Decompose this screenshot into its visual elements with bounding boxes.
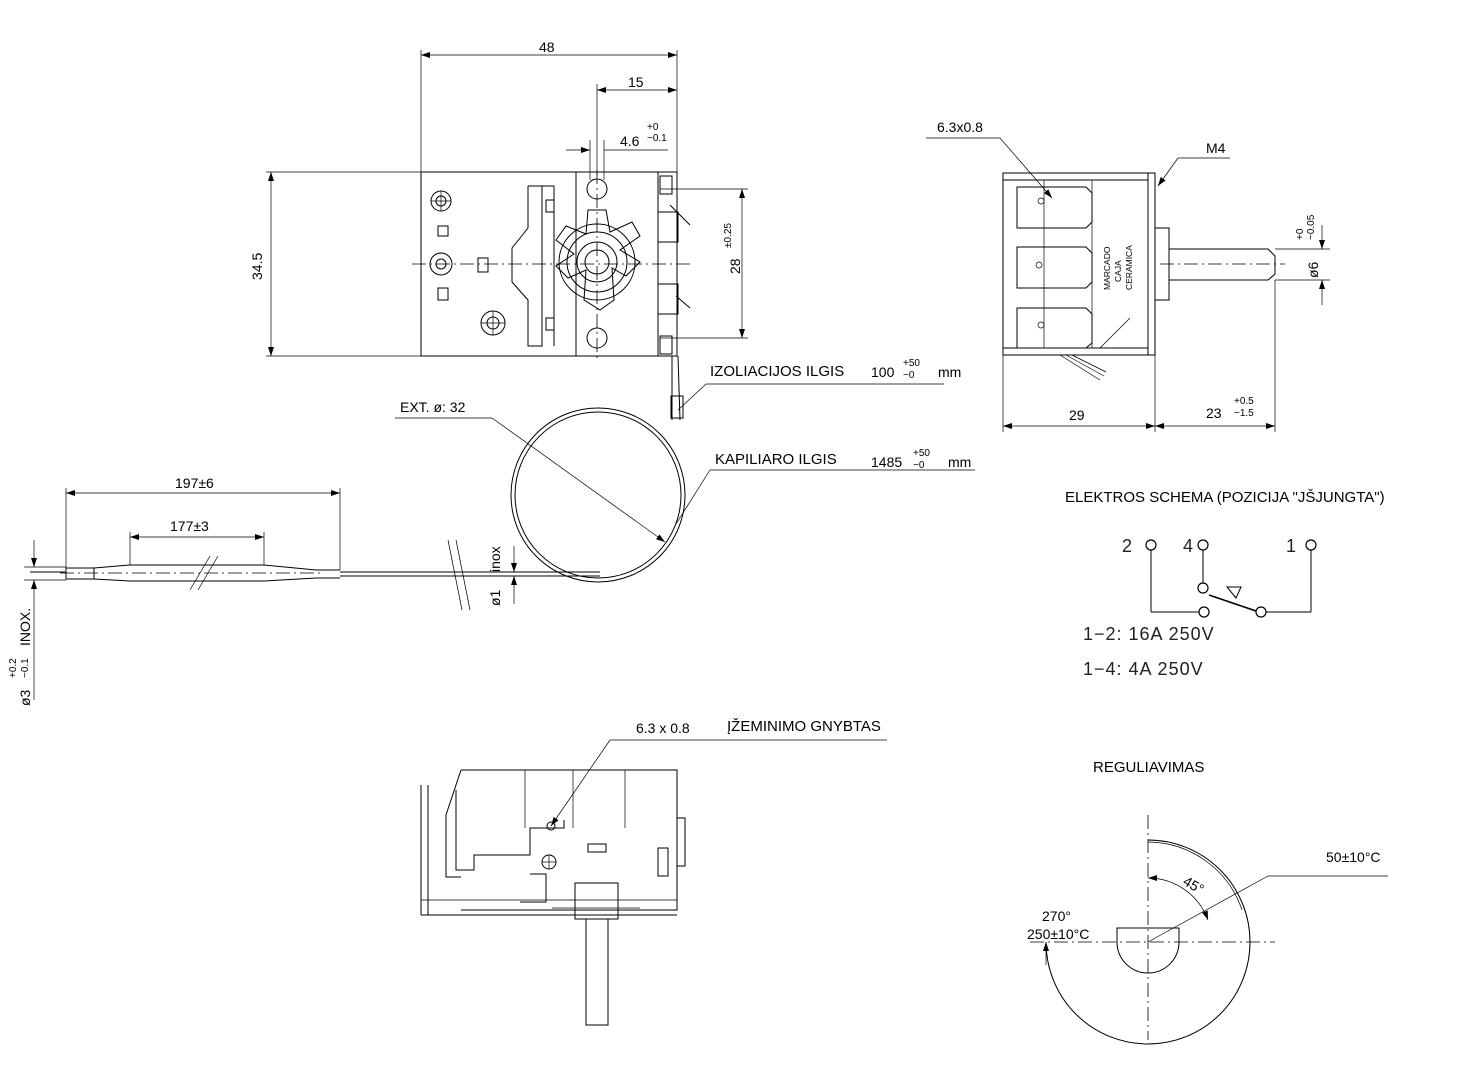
dim-shaft-tol-low: −0.1 xyxy=(647,133,667,144)
wiring-schema: ELEKTROS SCHEMA (POZICIJA "JŠJUNGTA") 2 … xyxy=(1065,489,1385,679)
ceramic-mark-1: MARCADO xyxy=(1102,246,1112,290)
ceramic-mark-3: CERAMICA xyxy=(1124,245,1134,290)
bulb-material: INOX. xyxy=(17,608,33,646)
side-dimensions: 6.3x0.8 M4 29 23 +0.5 −1.5 ø6 +0 −0.05 xyxy=(926,119,1330,432)
regulation-diagram: REGULIAVIMAS 50±10°C 45° 270° 250±10°C xyxy=(1027,759,1388,1045)
capillary-tol-low: −0 xyxy=(913,460,925,471)
max-temp: 250±10°C xyxy=(1027,926,1089,942)
dim-thread: M4 xyxy=(1206,140,1226,156)
dim-shaft-offset: 15 xyxy=(628,74,644,90)
regulation-angle: 45° xyxy=(1181,873,1207,897)
rating-1-2: 1−2: 16A 250V xyxy=(1083,624,1215,644)
wiring-title: ELEKTROS SCHEMA (POZICIJA "JŠJUNGTA") xyxy=(1065,489,1385,506)
insulation-length-label: IZOLIACIJOS ILGIS xyxy=(710,363,844,380)
capillary-coil: EXT. ø: 32 IZOLIACIJOS ILGIS 100 +50 −0 … xyxy=(395,358,975,583)
terminal-1-label: 1 xyxy=(1286,536,1297,556)
insulation-tol-low: −0 xyxy=(903,370,915,381)
capillary-tol-up: +50 xyxy=(913,448,930,459)
dim-bulb-len: 197±6 xyxy=(175,475,214,491)
bulb: 197±6 177±3 INOX. ø3 +0.2 −0.1 inox ø1 xyxy=(8,475,600,706)
dim-hole-spacing: 28 xyxy=(727,258,743,274)
ground-size: 6.3 x 0.8 xyxy=(636,720,690,736)
bulb-dia-tol-low: −0.1 xyxy=(20,658,31,678)
dim-side-shaft-dia-tol-low: −0.05 xyxy=(1306,214,1317,240)
front-dimensions: 48 15 4.6 +0 −0.1 34.5 28 ±0.25 xyxy=(249,39,748,357)
dim-hole-spacing-tol: ±0.25 xyxy=(723,223,734,248)
bulb-dia-tol-up: +0.2 xyxy=(8,658,19,678)
ceramic-mark-2: CAJA xyxy=(1113,260,1123,282)
cap-dia: ø1 xyxy=(487,589,503,606)
front-view xyxy=(412,170,691,421)
dim-shaft-tol-up: +0 xyxy=(647,122,659,133)
dim-top-width: 48 xyxy=(539,39,555,55)
terminal-4-label: 4 xyxy=(1183,536,1194,556)
rating-1-4: 1−4: 4A 250V xyxy=(1083,659,1204,679)
dim-side-shaft-tol-up: +0.5 xyxy=(1234,396,1254,407)
dim-shaft-dia: 4.6 xyxy=(620,133,640,149)
capillary-unit: mm xyxy=(948,454,971,470)
bulb-dia: ø3 xyxy=(17,689,33,706)
dim-bulb-inner-len: 177±3 xyxy=(170,518,209,534)
capillary-value: 1485 xyxy=(871,454,902,470)
cap-material: inox xyxy=(487,546,503,572)
insulation-value: 100 xyxy=(871,364,895,380)
terminal-2-label: 2 xyxy=(1122,536,1133,556)
dim-body-height: 34.5 xyxy=(249,253,265,280)
capillary-length-label: KAPILIARO ILGIS xyxy=(715,451,837,468)
dim-terminal-size: 6.3x0.8 xyxy=(937,119,983,135)
dim-side-shaft-len: 23 xyxy=(1206,405,1222,421)
coil-diameter: EXT. ø: 32 xyxy=(400,399,466,415)
dim-side-shaft-tol-low: −1.5 xyxy=(1234,408,1254,419)
side-view: MARCADO CAJA CERAMICA xyxy=(1002,172,1285,381)
rotation-angle: 270° xyxy=(1042,908,1071,924)
dim-side-shaft-dia-tol-up: +0 xyxy=(1295,228,1306,240)
insulation-unit: mm xyxy=(938,364,961,380)
dim-side-shaft-dia: ø6 xyxy=(1305,261,1321,278)
dim-side-width: 29 xyxy=(1069,407,1085,423)
ground-terminal-label: ĮŽEMINIMO GNYBTAS xyxy=(727,718,881,735)
min-temp: 50±10°C xyxy=(1326,849,1381,865)
bottom-view: 6.3 x 0.8 ĮŽEMINIMO GNYBTAS xyxy=(420,718,887,1026)
insulation-tol-up: +50 xyxy=(903,358,920,369)
regulation-title: REGULIAVIMAS xyxy=(1093,759,1204,776)
